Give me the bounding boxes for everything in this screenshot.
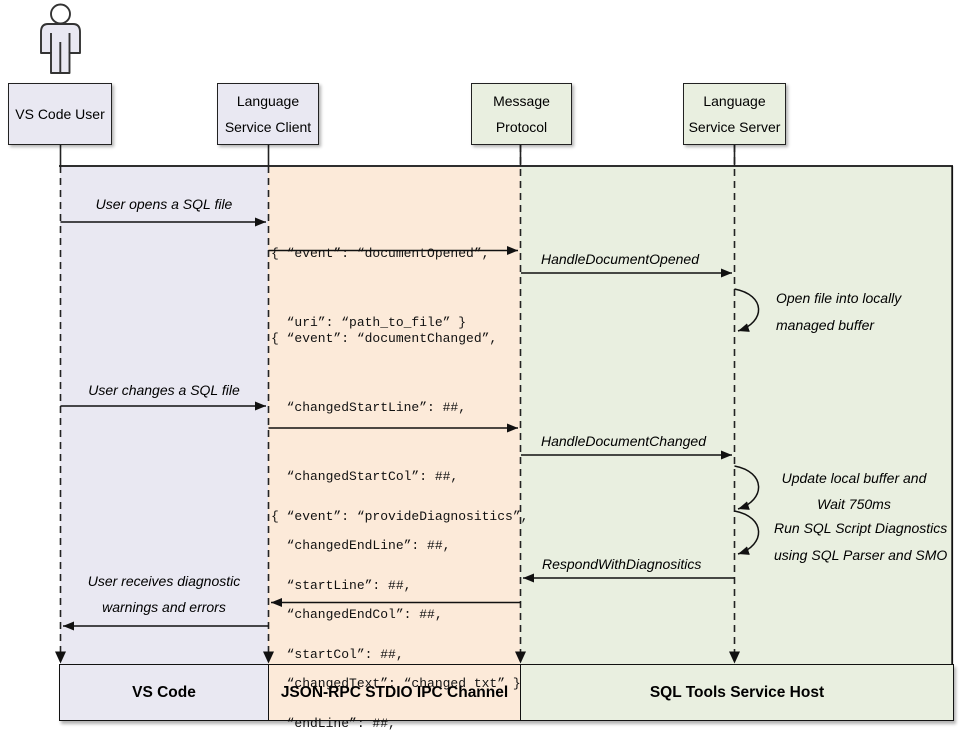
actor-label-client-2: Service Client [224, 119, 312, 135]
payload-line: { “event”: “provideDiagnositics”, [271, 509, 529, 524]
footer-box-service-host: SQL Tools Service Host [520, 665, 953, 720]
payload-line: “changedStartCol”: ##, [271, 469, 459, 484]
actor-label-protocol-2: Protocol [495, 119, 548, 135]
footer-box-ipc-channel: JSON-RPC STDIO IPC Channel [268, 665, 520, 720]
actor-label-server-1: Language [703, 93, 766, 109]
note-open-buffer-2: managed buffer [776, 317, 875, 333]
actor-box-protocol: Message Protocol [471, 83, 572, 145]
actor-box-user: VS Code User [8, 83, 112, 145]
payload-line: “changedStartLine”: ##, [271, 400, 467, 415]
payload-line: “changedText”: “changed txt” } [271, 676, 521, 691]
note-update-buffer-2: Wait 750ms [817, 496, 891, 512]
payload-line: { “event”: “documentOpened”, [271, 246, 490, 261]
note-run-diag-2: using SQL Parser and SMO [774, 547, 948, 563]
message-label-user-changes: User changes a SQL file [88, 382, 240, 398]
payload-line: “endLine”: ##, [271, 716, 396, 731]
payload-line: “uri”: “path_to_file” } [271, 315, 467, 330]
actor-label-protocol-1: Message [493, 93, 550, 109]
lane-vscode [60, 167, 268, 664]
note-run-diag-1: Run SQL Script Diagnostics [774, 520, 948, 536]
payload-line: “startCol”: ##, [271, 647, 404, 662]
person-icon [40, 3, 81, 74]
message-label-handle-changed: HandleDocumentChanged [541, 433, 706, 449]
message-label-handle-opened: HandleDocumentOpened [541, 251, 699, 267]
message-label-user-opens: User opens a SQL file [95, 196, 233, 212]
actor-label-server-2: Service Server [688, 119, 781, 135]
payload-line: { “event”: “documentChanged”, [271, 331, 498, 346]
note-update-buffer: Update local buffer and Wait 750ms [770, 465, 938, 517]
payload-document-changed: { “event”: “documentChanged”, “changedSt… [271, 281, 521, 732]
message-label-user-receives: User receives diagnostic warnings and er… [60, 568, 268, 620]
actor-label-client-1: Language [236, 93, 300, 109]
note-open-buffer: Open file into locally managed buffer [776, 285, 901, 339]
note-open-buffer-1: Open file into locally [776, 290, 902, 306]
actor-box-client: Language Service Client [217, 83, 319, 145]
payload-line: “changedEndCol”: ##, [271, 607, 443, 622]
footer-box-vscode: VS Code [60, 665, 268, 720]
footer-row: VS Code JSON-RPC STDIO IPC Channel SQL T… [59, 664, 954, 721]
actor-box-server: Language Service Server [683, 83, 786, 145]
lane-service-host [520, 167, 953, 664]
message-label-respond-diag: RespondWithDiagnositics [542, 556, 702, 572]
note-update-buffer-1: Update local buffer and [781, 470, 927, 486]
actor-label-user: VS Code User [15, 106, 105, 122]
message-label-user-receives-2: warnings and errors [102, 599, 226, 615]
payload-line: “startLine”: ##, [271, 578, 412, 593]
payload-provide-diagnostics: { “event”: “provideDiagnositics”, “start… [271, 459, 528, 732]
note-run-diag: Run SQL Script Diagnostics using SQL Par… [774, 515, 947, 569]
payload-line: “changedEndLine”: ##, [271, 538, 451, 553]
message-label-user-receives-1: User receives diagnostic [87, 573, 241, 589]
